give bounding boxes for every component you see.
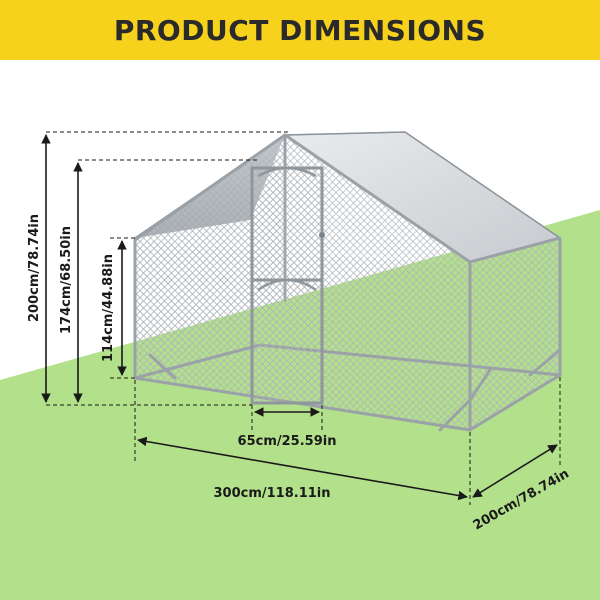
page-title: PRODUCT DIMENSIONS bbox=[113, 13, 487, 47]
cage-door bbox=[250, 166, 325, 405]
length-label: 300cm/118.11in bbox=[213, 486, 330, 501]
product-illustration-area: 200cm/78.74in 174cm/68.50in 114cm/44.88i… bbox=[0, 60, 600, 600]
door-peak-height-label: 174cm/68.50in bbox=[59, 226, 74, 334]
door-width-label: 65cm/25.59in bbox=[238, 434, 337, 449]
dimension-lines bbox=[41, 134, 558, 501]
side-height-label: 114cm/44.88in bbox=[101, 254, 116, 362]
total-height-label: 200cm/78.74in bbox=[27, 214, 42, 322]
extension-lines bbox=[46, 131, 561, 505]
title-banner: PRODUCT DIMENSIONS bbox=[0, 0, 600, 60]
door-latch-icon bbox=[319, 232, 325, 238]
length-line bbox=[137, 436, 468, 501]
width-line bbox=[472, 444, 558, 498]
cage-dimension-diagram: 200cm/78.74in 174cm/68.50in 114cm/44.88i… bbox=[0, 60, 600, 600]
